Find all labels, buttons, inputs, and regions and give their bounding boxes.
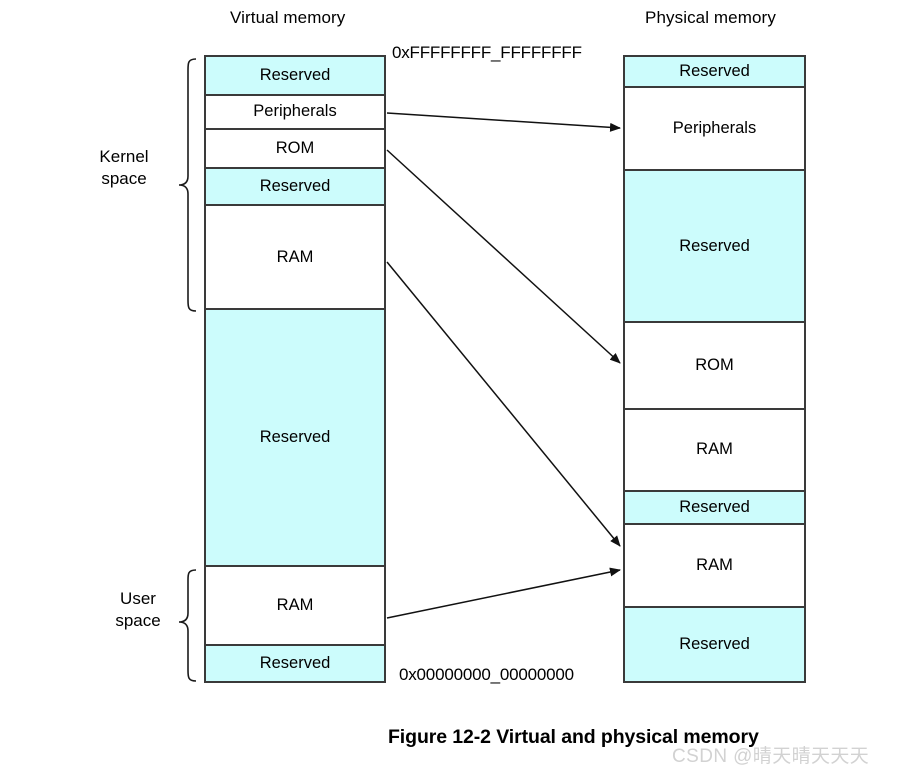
user-space-brace-path bbox=[178, 569, 197, 682]
user-space-label: User space bbox=[102, 588, 174, 632]
virtual-memory-title: Virtual memory bbox=[230, 8, 346, 27]
physical-memory-block-ram: RAM bbox=[625, 525, 804, 609]
block-label: Reserved bbox=[259, 65, 331, 84]
virtual-memory-block-ram: RAM bbox=[206, 566, 384, 647]
block-label: RAM bbox=[696, 440, 733, 459]
kernel-space-line-2: space bbox=[101, 169, 147, 188]
block-label: RAM bbox=[276, 595, 314, 614]
block-label: ROM bbox=[275, 138, 315, 157]
arrow-rom-mapping bbox=[386, 149, 621, 364]
virtual-memory-block-reserved: Reserved bbox=[206, 646, 384, 681]
arrow-user-ram-mapping bbox=[386, 567, 621, 619]
physical-memory-block-reserved: Reserved bbox=[625, 171, 804, 324]
kernel-space-line-1: Kernel bbox=[99, 147, 149, 166]
block-label: RAM bbox=[276, 247, 314, 266]
virtual-memory-block-reserved: Reserved bbox=[206, 169, 384, 207]
kernel-space-brace-path bbox=[178, 58, 197, 312]
block-label: Reserved bbox=[679, 635, 750, 654]
figure-caption: Figure 12-2 Virtual and physical memory bbox=[388, 726, 759, 748]
virtual-memory-block-reserved: Reserved bbox=[206, 57, 384, 96]
user-space-line-1: User bbox=[120, 589, 156, 608]
block-label: Peripherals bbox=[253, 102, 337, 121]
kernel-space-label: Kernel space bbox=[78, 146, 170, 190]
physical-memory-block-peripherals: Peripherals bbox=[625, 87, 804, 172]
top-address-label: 0xFFFFFFFF_FFFFFFFF bbox=[392, 43, 582, 62]
physical-memory-title: Physical memory bbox=[645, 8, 776, 27]
block-label: Reserved bbox=[679, 61, 750, 80]
physical-memory-block-reserved: Reserved bbox=[625, 57, 804, 88]
physical-memory-block-rom: ROM bbox=[625, 323, 804, 410]
block-label: Reserved bbox=[679, 498, 750, 517]
physical-memory-block-reserved: Reserved bbox=[625, 608, 804, 681]
user-space-line-2: space bbox=[115, 611, 161, 630]
block-label: ROM bbox=[695, 356, 734, 374]
csdn-watermark: CSDN @晴天晴天天天 bbox=[672, 746, 870, 767]
block-label: Reserved bbox=[259, 177, 331, 196]
virtual-memory-block-rom: ROM bbox=[206, 129, 384, 170]
block-label: Reserved bbox=[259, 428, 331, 447]
virtual-memory-block-peripherals: Peripherals bbox=[206, 95, 384, 130]
virtual-memory-block-ram: RAM bbox=[206, 206, 384, 311]
block-label: Peripherals bbox=[672, 119, 757, 138]
physical-memory-block-reserved: Reserved bbox=[625, 492, 804, 525]
block-label: Reserved bbox=[259, 654, 331, 673]
arrow-peripherals-mapping bbox=[386, 112, 621, 132]
block-label: Reserved bbox=[679, 236, 750, 255]
arrow-kernel-ram-mapping bbox=[386, 261, 621, 547]
virtual-memory-block-reserved: Reserved bbox=[206, 310, 384, 567]
block-label: RAM bbox=[696, 556, 733, 575]
physical-memory-block-ram: RAM bbox=[625, 409, 804, 493]
bottom-address-label: 0x00000000_00000000 bbox=[399, 665, 574, 684]
